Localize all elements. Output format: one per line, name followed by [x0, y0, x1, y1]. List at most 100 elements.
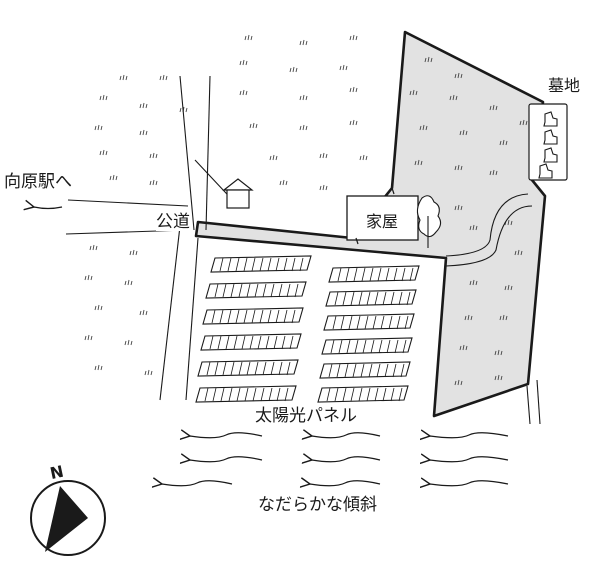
grass-tuft: [454, 72, 463, 79]
grass-tuft: [494, 349, 503, 356]
road-lines: [65, 75, 241, 401]
grass-tuft: [279, 179, 288, 186]
solar-panel-array: [195, 255, 420, 403]
solar-panel: [325, 289, 417, 307]
solar-panel: [323, 313, 415, 331]
grass-tuft: [249, 122, 258, 129]
station-arrow-icon: [34, 207, 63, 209]
station-direction-label: 向原駅へ: [4, 172, 72, 192]
slope-arrow-icon: [162, 481, 233, 486]
solar-panel: [210, 255, 312, 273]
house-label: 家屋: [363, 212, 402, 232]
grass-tuft: [299, 94, 308, 101]
grass-tuft: [454, 164, 463, 171]
grass-tuft: [339, 64, 348, 71]
solar-panel: [317, 385, 409, 403]
grass-tuft: [469, 279, 478, 286]
slope-label: なだらかな傾斜: [258, 495, 377, 515]
grass-tuft: [464, 314, 473, 321]
solar-panels-label: 太陽光パネル: [255, 406, 357, 426]
grass-tuft: [454, 204, 463, 211]
grass-tuft: [94, 124, 103, 131]
grass-tuft: [269, 154, 278, 161]
slope-arrow-icon: [190, 433, 263, 438]
slope-arrow-icon: [310, 481, 381, 486]
grass-tuft: [84, 274, 93, 281]
grass-tuft: [299, 39, 308, 46]
slope-arrows: [162, 433, 509, 486]
solar-panel: [197, 359, 299, 377]
grass-tuft: [349, 119, 358, 126]
grass-tuft: [419, 124, 428, 131]
grass-property: [409, 56, 528, 386]
grass-tuft: [239, 59, 248, 66]
grass-tuft: [504, 284, 513, 291]
grass-tuft: [84, 334, 93, 341]
grass-tuft: [494, 374, 503, 381]
grass-tuft: [139, 309, 148, 316]
grass-tuft: [349, 34, 358, 41]
grass-tuft: [319, 184, 328, 191]
grass-tuft: [349, 86, 358, 93]
grass-tuft: [414, 159, 423, 166]
solar-panel: [195, 385, 297, 403]
grass-tuft: [459, 344, 468, 351]
grass-tuft: [149, 179, 158, 186]
gravestone-icon: [538, 111, 558, 179]
grass-tuft: [499, 314, 508, 321]
grass-tuft: [499, 139, 508, 146]
grass-tuft: [239, 89, 248, 96]
grass-tuft: [139, 129, 148, 136]
grass-tuft: [89, 244, 98, 251]
grass-tuft: [469, 224, 478, 231]
solar-panel: [200, 333, 302, 351]
grass-tuft: [244, 34, 253, 41]
grass-tuft: [319, 152, 328, 159]
slope-arrow-icon: [312, 457, 381, 462]
cemetery-label: 墓地: [548, 76, 581, 95]
slope-arrow-icon: [190, 457, 263, 462]
grass-tuft: [459, 129, 468, 136]
solar-panel: [321, 337, 413, 355]
solar-panel: [202, 307, 304, 325]
solar-panel: [319, 361, 411, 379]
grass-tuft: [514, 249, 523, 256]
grass-tuft: [489, 104, 498, 111]
public-road-label: 公道: [156, 212, 190, 232]
grass-tuft: [94, 304, 103, 311]
grass-tuft: [424, 56, 433, 63]
grass-tuft: [299, 124, 308, 131]
walking-path: [445, 193, 541, 425]
compass-north-letter: N: [48, 462, 65, 483]
grass-tuft: [94, 364, 103, 371]
grass-field: [84, 34, 368, 376]
tree-icon: [416, 195, 442, 248]
grass-tuft: [289, 66, 298, 73]
solar-panel: [328, 265, 420, 283]
slope-arrow-icon: [430, 433, 509, 438]
slope-arrow-icon: [312, 433, 381, 438]
slope-arrow-icon: [430, 481, 509, 486]
slope-arrow-icon: [430, 457, 509, 462]
shed-icon: [222, 178, 254, 209]
grass-tuft: [359, 154, 368, 161]
grass-tuft: [99, 94, 108, 101]
grass-tuft: [149, 152, 158, 159]
grass-tuft: [144, 369, 153, 376]
solar-panel: [205, 281, 307, 299]
grass-tuft: [489, 169, 498, 176]
grass-tuft: [129, 249, 138, 256]
grass-tuft: [109, 174, 118, 181]
grass-tuft: [124, 339, 133, 346]
grass-tuft: [449, 94, 458, 101]
grass-tuft: [519, 119, 528, 126]
grass-tuft: [159, 74, 168, 81]
grass-tuft: [139, 102, 148, 109]
grass-tuft: [99, 149, 108, 156]
grass-tuft: [409, 89, 418, 96]
grass-tuft: [124, 279, 133, 286]
grass-tuft: [119, 74, 128, 81]
north-arrow-icon: N: [30, 462, 106, 556]
